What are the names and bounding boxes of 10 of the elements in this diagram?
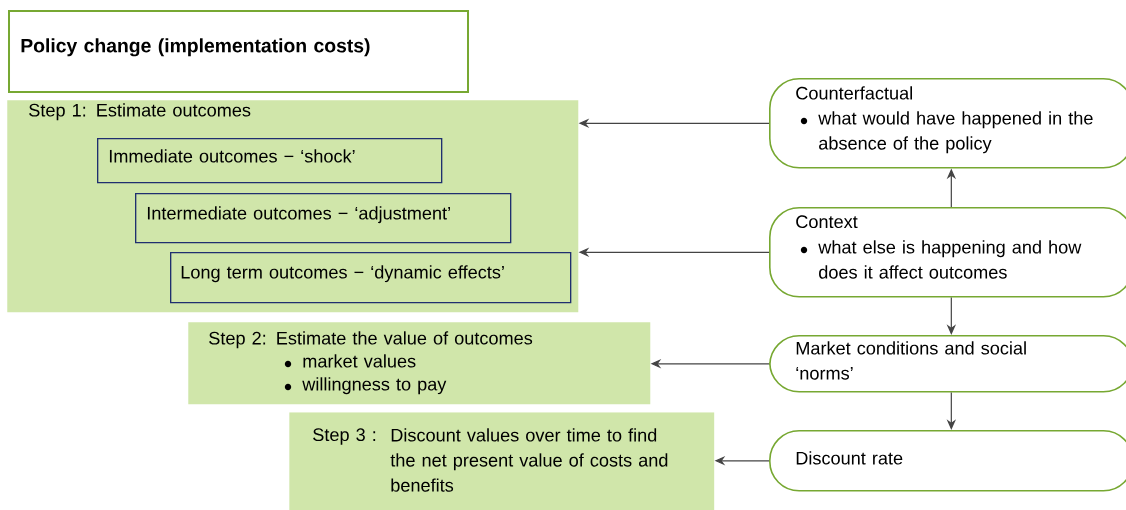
factor-box: Discount rate (769, 430, 1126, 492)
title-box: Policy change (implementation costs) (8, 10, 469, 93)
step-panel: Step 2: Estimate the value of outcomes market values willingness to pay (188, 322, 651, 405)
outcome-box: Immediate outcomes − ‘shock’ (97, 138, 443, 184)
factor-box: Counterfactual what would have happened in the absence of the policy (769, 78, 1126, 169)
outcome-box: Long term outcomes − ‘dynamic effects’ (170, 252, 572, 304)
factor-box: Context what else is happening and how does it affect outcomes (769, 207, 1126, 298)
outcome-box: Intermediate outcomes − ‘adjustment’ (135, 193, 512, 244)
step-panel: Step 3 : Discount values over time to find the net present value of costs and benefits (289, 412, 715, 510)
factor-box: Market conditions and social ‘norms’ (769, 335, 1126, 393)
